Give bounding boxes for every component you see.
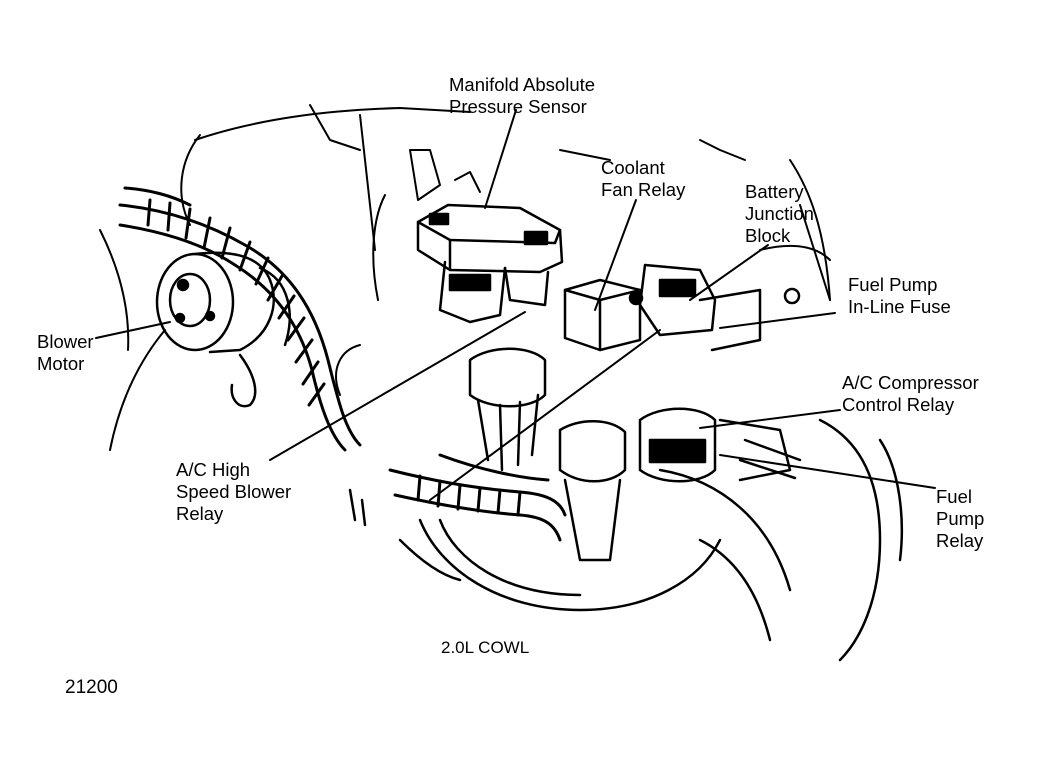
label-coolant-fan-relay-line-2: Fan Relay <box>601 179 686 200</box>
label-battery-junction-block: Battery Junction Block <box>745 181 814 247</box>
label-fuel-pump-relay-line-1: Fuel <box>936 486 972 507</box>
map-sensor-drawing <box>416 203 564 324</box>
relay-cluster-drawing <box>468 263 802 562</box>
label-ac-compressor-control-relay-line-2: Control Relay <box>842 394 955 415</box>
label-map-sensor: Manifold Absolute Pressure Sensor <box>449 74 595 118</box>
blower-motor-drawing <box>155 251 291 408</box>
label-blower-motor-line-1: Blower <box>37 331 94 352</box>
label-fuel-pump-relay-line-3: Relay <box>936 530 984 551</box>
leader-fuel-pump-fuse <box>719 312 836 329</box>
leader-battery-junction-block <box>689 244 769 301</box>
label-fuel-pump-inline-fuse-line-1: Fuel Pump <box>848 274 938 295</box>
label-coolant-fan-relay-line-1: Coolant <box>601 157 665 178</box>
label-coolant-fan-relay: Coolant Fan Relay <box>601 157 685 201</box>
figure-number: 21200 <box>65 677 118 698</box>
label-battery-junction-block-line-3: Block <box>745 225 791 246</box>
leader-ac-compressor-relay <box>699 409 841 429</box>
label-ac-high-speed-blower-relay-line-1: A/C High <box>176 459 251 480</box>
label-fuel-pump-inline-fuse-line-2: In-Line Fuse <box>848 296 951 317</box>
label-blower-motor: Blower Motor <box>37 331 94 375</box>
leader-fuel-pump-relay <box>719 454 936 489</box>
label-fuel-pump-inline-fuse: Fuel Pump In-Line Fuse <box>848 274 951 318</box>
wiring-harness <box>118 186 567 542</box>
label-map-sensor-line-2: Pressure Sensor <box>449 96 587 117</box>
leader-map-sensor <box>484 109 517 209</box>
label-fuel-pump-relay-line-2: Pump <box>936 508 985 529</box>
leader-coolant-fan-relay <box>594 199 637 311</box>
leader-ac-blower-relay-1 <box>269 311 526 461</box>
label-ac-high-speed-blower-relay-line-3: Relay <box>176 503 224 524</box>
label-ac-compressor-control-relay-line-1: A/C Compressor <box>842 372 979 393</box>
lower-components <box>348 418 904 662</box>
label-ac-high-speed-blower-relay: A/C High Speed Blower Relay <box>176 459 291 525</box>
label-ac-compressor-control-relay: A/C Compressor Control Relay <box>842 372 979 416</box>
leader-ac-blower-relay-2 <box>429 329 661 501</box>
label-map-sensor-line-1: Manifold Absolute <box>449 74 596 95</box>
label-blower-motor-line-2: Motor <box>37 353 85 374</box>
cowl-outline <box>99 104 831 451</box>
label-battery-junction-block-line-1: Battery <box>745 181 804 202</box>
leader-lines <box>95 109 936 501</box>
label-battery-junction-block-line-2: Junction <box>745 203 814 224</box>
leader-blower-motor <box>95 321 171 339</box>
label-ac-high-speed-blower-relay-line-2: Speed Blower <box>176 481 292 502</box>
diagram-caption: 2.0L COWL <box>441 638 530 657</box>
label-fuel-pump-relay: Fuel Pump Relay <box>936 486 984 552</box>
